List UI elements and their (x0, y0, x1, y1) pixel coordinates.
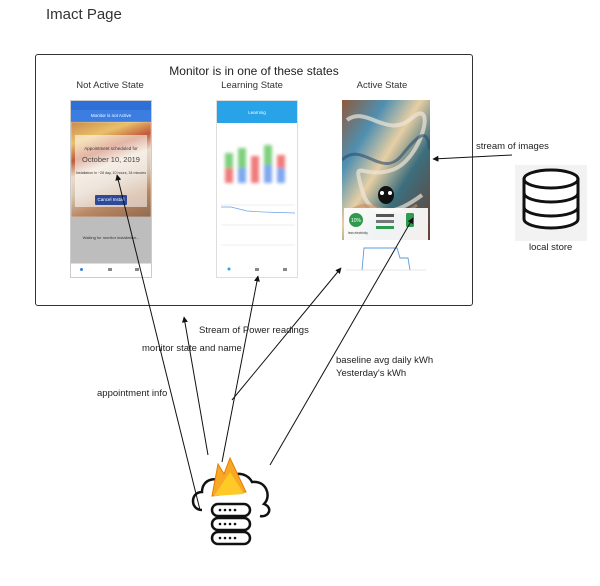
nav-mail-icon[interactable] (135, 268, 139, 271)
savings-caption: less electricity (348, 231, 368, 235)
nav-home-icon[interactable] (227, 267, 231, 271)
yesterday-kwh-label: Yesterday's kWh (336, 368, 407, 379)
stat-pill (376, 220, 394, 223)
database-ring (522, 192, 580, 204)
monitor-state-label: monitor state and name (142, 343, 242, 354)
blurred-bar (277, 168, 285, 183)
nav-calendar-icon[interactable] (255, 268, 259, 271)
stream-of-power-label: Stream of Power readings (199, 325, 309, 336)
appointment-caption: Appointment scheduled for (84, 146, 138, 151)
page-title: Imact Page (46, 6, 122, 23)
baseline-kwh-label: baseline avg daily kWh (336, 355, 434, 366)
learning-header: Learning (248, 110, 266, 115)
database-icon (515, 165, 587, 241)
power-to-active-arrow (231, 267, 342, 401)
learning-phone-screenshot: Learning (216, 100, 298, 278)
firebase-flame-inner (214, 472, 244, 496)
stream-of-images-arrow (432, 154, 513, 162)
not-active-state-label: Not Active State (76, 80, 144, 91)
appointment-info-label: appointment info (97, 388, 168, 399)
active-phone-screenshot: 10% less electricity (342, 100, 430, 276)
swirl-stroke (342, 134, 430, 165)
waiting-message: Waiting for monitor installation... (82, 235, 140, 240)
savings-badge (349, 213, 363, 227)
active-art-image: 10% less electricity (342, 100, 430, 276)
cancel-install-button[interactable]: Cancel Install (95, 195, 127, 205)
appointment-info-arrow (115, 174, 201, 511)
blurred-bar (225, 168, 233, 183)
monitor-states-frame: Monitor is in one of these states (35, 54, 473, 306)
nav-home-icon[interactable] (80, 268, 83, 271)
not-active-header: Monitor is not Active (71, 110, 151, 122)
baseline-kwh-arrow (269, 217, 414, 466)
appointment-window: Installation in ~28 day, 10 hours, 34 mi… (75, 171, 147, 175)
bottom-nav (71, 263, 151, 277)
learning-header-bar (217, 101, 297, 123)
stat-pill (376, 226, 394, 229)
creature-figure (378, 186, 394, 204)
database-ring (522, 206, 580, 218)
firebase-server-icon (191, 456, 271, 546)
savings-badge-text: 10% (351, 218, 362, 224)
nav-mail-icon[interactable] (283, 268, 287, 271)
waiting-panel (71, 217, 151, 263)
nav-calendar-icon[interactable] (108, 268, 112, 271)
blurred-bar (264, 165, 272, 183)
blurred-bar (251, 156, 259, 183)
phone-status-bar (71, 101, 151, 111)
stat-pill (376, 214, 394, 217)
active-power-line (361, 247, 411, 271)
learning-power-line (221, 206, 296, 214)
blurred-bar (264, 145, 272, 183)
active-state-label: Active State (356, 80, 408, 91)
blurred-bar (238, 148, 246, 183)
creature-eye (388, 191, 392, 195)
learning-state-label: Learning State (221, 80, 283, 91)
local-store-label: local store (529, 242, 573, 253)
stream-of-images-label: stream of images (476, 141, 549, 152)
power-readings-arrow (221, 275, 260, 463)
creature-eye (380, 191, 384, 195)
blurred-bar (238, 168, 246, 183)
learning-chart-blurred (217, 145, 297, 277)
not-active-phone-screenshot: Monitor is not Active Appointment schedu… (70, 100, 152, 278)
frame-title: Monitor is in one of these states (169, 64, 339, 78)
database-top (522, 168, 580, 190)
monitor-state-arrow (181, 316, 209, 456)
appointment-date: October 10, 2019 (82, 155, 140, 164)
